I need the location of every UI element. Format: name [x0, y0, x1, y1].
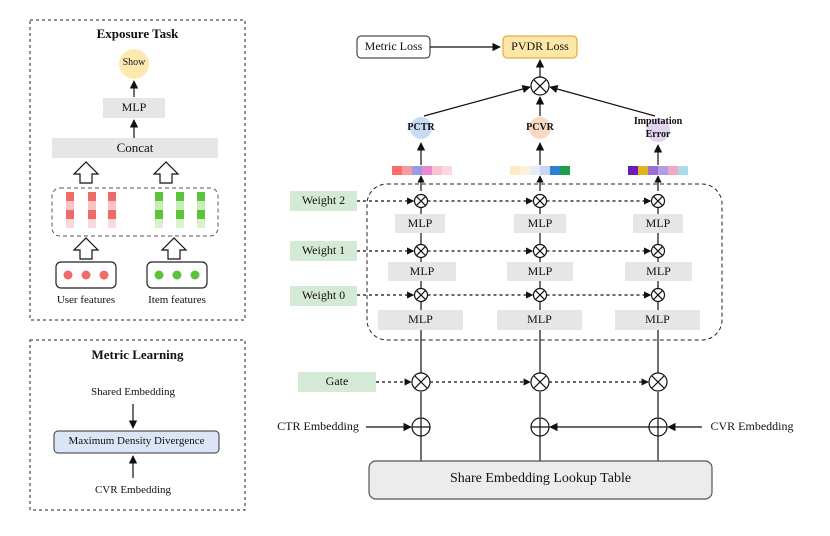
show-bubble — [119, 49, 149, 79]
vector-cell — [510, 166, 520, 175]
item-embedding-columns — [155, 192, 205, 228]
pcvr-label: PCVR — [526, 122, 554, 133]
weight-2-box — [290, 191, 357, 211]
exposure-mlp-box — [103, 98, 165, 118]
pctr-vector — [392, 166, 452, 175]
multiply-op — [413, 243, 429, 259]
multiply-op — [532, 193, 548, 209]
multiply-op — [650, 243, 666, 259]
shared-embedding-label: Shared Embedding — [90, 386, 175, 398]
pvdr-loss-box — [502, 35, 578, 59]
exposure-task-title: Exposure Task — [96, 26, 179, 41]
mlp-1-ctr: MLP — [409, 264, 435, 278]
pctr-bubble — [410, 117, 432, 139]
vector-cell — [442, 166, 452, 175]
mdd-label: Maximum Density Divergence — [68, 435, 205, 447]
vector-cell — [540, 166, 550, 175]
vector-cell — [412, 166, 422, 175]
vector-cell — [668, 166, 678, 175]
mlp-row-1 — [388, 262, 692, 281]
vector-cell — [520, 166, 530, 175]
vector-cell — [628, 166, 638, 175]
mdd-box — [53, 430, 220, 454]
multiply-op — [532, 243, 548, 259]
concat-box — [52, 138, 218, 158]
metric-cvr-embedding-label: CVR Embedding — [94, 484, 172, 496]
pctr-label: PCTR — [407, 122, 435, 133]
vector-cell — [678, 166, 688, 175]
pvdr-loss-label: PVDR Loss — [511, 39, 569, 53]
user-features-label: User features — [56, 294, 116, 306]
multiply-op — [530, 372, 550, 392]
vector-cell — [658, 166, 668, 175]
mlp-0-ctr: MLP — [408, 312, 433, 326]
vector-cell — [422, 166, 432, 175]
top-multiply-op — [530, 76, 550, 96]
multiply-op — [411, 372, 431, 392]
mlp-2-ctr: MLP — [407, 216, 433, 230]
imputation-error-line2: Error — [645, 129, 671, 140]
vector-cell — [402, 166, 412, 175]
add-op — [411, 417, 431, 437]
hollow-up-arrow — [72, 161, 100, 184]
metric-learning-title: Metric Learning — [91, 347, 184, 362]
weight-0-box — [290, 286, 357, 306]
mlp-1-imp: MLP — [646, 264, 671, 278]
tower-group-box — [366, 183, 723, 341]
lookup-table-label: Share Embedding Lookup Table — [449, 471, 632, 486]
vector-cell — [648, 166, 658, 175]
mlp-2-cvr: MLP — [527, 216, 553, 230]
feature-embeddings-group — [51, 187, 219, 237]
multiply-op — [650, 193, 666, 209]
mlp-1-cvr: MLP — [527, 264, 553, 278]
gate-label: Gate — [325, 374, 349, 388]
imputation-error-label: Imputation Error — [618, 115, 698, 141]
exposure-mlp-label: MLP — [121, 100, 147, 114]
mlp-row-0 — [378, 310, 700, 330]
metric-learning-panel — [29, 339, 246, 511]
multiply-op — [413, 193, 429, 209]
imputation-error-line1: Imputation — [633, 116, 683, 127]
add-op — [530, 417, 550, 437]
metric-loss-label: Metric Loss — [364, 39, 423, 53]
weight-0-label: Weight 0 — [301, 288, 346, 302]
vector-cell — [560, 166, 570, 175]
tower-operators — [357, 193, 702, 461]
mlp-0-imp: MLP — [645, 312, 670, 326]
pcvr-vector — [510, 166, 570, 175]
hollow-up-arrow — [72, 237, 100, 260]
weight-2-label: Weight 2 — [301, 193, 346, 207]
item-features-label: Item features — [148, 294, 206, 306]
concat-label: Concat — [116, 140, 154, 155]
multiply-op — [413, 287, 429, 303]
mlp-0-cvr: MLP — [527, 312, 552, 326]
multiply-op — [648, 372, 668, 392]
vector-cell — [530, 166, 540, 175]
imputation-bubble — [646, 118, 670, 142]
mlp-2-imp: MLP — [645, 216, 671, 230]
gate-box — [298, 372, 376, 392]
multiply-op — [650, 287, 666, 303]
vector-cell — [638, 166, 648, 175]
vector-cell — [432, 166, 442, 175]
pcvr-bubble — [529, 117, 551, 139]
add-op — [648, 417, 668, 437]
weight-1-box — [290, 241, 357, 261]
mlp-row-2 — [395, 214, 683, 233]
weight-1-label: Weight 1 — [301, 243, 346, 257]
multiply-op — [532, 287, 548, 303]
hollow-up-arrow — [152, 161, 180, 184]
cvr-embedding-label: CVR Embedding — [710, 419, 794, 433]
vector-cell — [392, 166, 402, 175]
show-label: Show — [122, 57, 146, 68]
hollow-up-arrow — [160, 237, 188, 260]
ctr-embedding-label: CTR Embedding — [277, 419, 359, 433]
imputation-vector — [628, 166, 688, 175]
user-embedding-columns — [66, 192, 116, 228]
lookup-table-box — [368, 460, 713, 500]
vector-cell — [550, 166, 560, 175]
